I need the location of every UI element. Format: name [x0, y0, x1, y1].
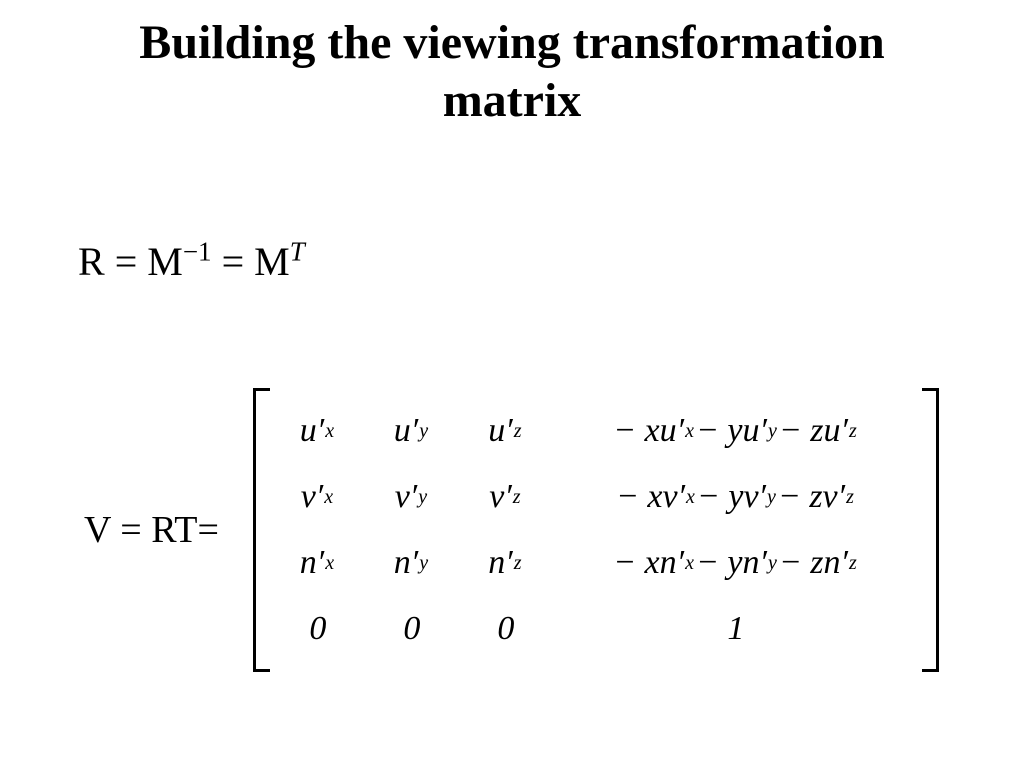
matrix-cell-r2-c1: v′x — [300, 478, 334, 515]
eq1-superscript-transpose: T — [289, 236, 305, 267]
matrix-cell-r1-c2: u′y — [393, 412, 429, 449]
matrix-cell-r2-c4: − xv′x − yv′y − zv′z — [615, 478, 854, 515]
matrix-cell-r3-c1: n′x — [299, 544, 335, 581]
equation-viewing: V = RT= u′x u′y u′z − xu′x − yu′y − zu′z v′x… — [84, 388, 939, 672]
matrix-left-bracket — [252, 388, 270, 672]
matrix-grid: u′x u′y u′z − xu′x − yu′y − zu′z v′x v′y v′z − … — [270, 388, 922, 672]
matrix-cell-r4-c1: 0 — [309, 610, 327, 647]
matrix-cell-r1-c1: u′x — [299, 412, 335, 449]
eq1-m2: M — [254, 239, 290, 284]
matrix-cell-r1-c4: − xu′x − yu′y − zu′z — [613, 412, 857, 449]
matrix-cell-r3-c4: − xn′x − yn′y − zn′z — [613, 544, 857, 581]
matrix-cell-r3-c2: n′y — [393, 544, 429, 581]
eq2-rt: RT= — [151, 509, 219, 551]
eq2-v: V — [84, 509, 111, 551]
matrix-right-bracket — [921, 388, 939, 672]
slide-title: Building the viewing transformation matr… — [0, 14, 1024, 129]
eq2-lhs: V = RT= — [84, 508, 219, 552]
eq1-m1: M — [147, 239, 183, 284]
eq1-equals-2: = — [211, 239, 255, 284]
equation-rotation: R = M−1 = MT — [78, 238, 305, 285]
matrix-cell-r4-c2: 0 — [403, 610, 421, 647]
matrix-cell-r4-c3: 0 — [497, 610, 515, 647]
slide-title-line1: Building the viewing transformation — [139, 16, 885, 69]
eq1-superscript-inverse: −1 — [182, 236, 212, 267]
slide-title-line2: matrix — [442, 73, 582, 127]
eq1-equals-1: = — [104, 239, 148, 284]
viewing-matrix: u′x u′y u′z − xu′x − yu′y − zu′z v′x v′y v′z − … — [252, 388, 939, 672]
matrix-cell-r3-c3: n′z — [488, 544, 522, 581]
matrix-cell-r2-c3: v′z — [489, 478, 521, 515]
matrix-cell-r4-c4: 1 — [727, 610, 745, 647]
matrix-cell-r2-c2: v′y — [394, 478, 428, 515]
eq1-r: R — [78, 239, 105, 284]
eq2-equals: = — [110, 509, 152, 551]
matrix-cell-r1-c3: u′z — [488, 412, 522, 449]
